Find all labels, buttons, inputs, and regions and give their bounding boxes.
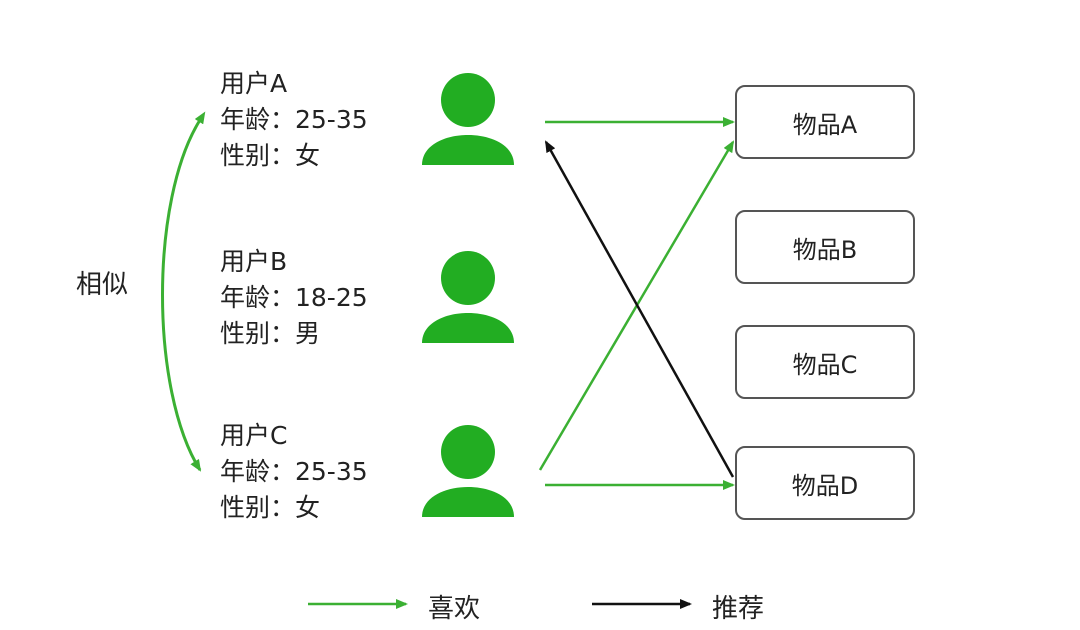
user-c-info: 用户C 年龄：25-35 性别：女 bbox=[220, 418, 368, 526]
user-c-age: 年龄：25-35 bbox=[220, 457, 368, 486]
similar-arrow bbox=[161, 111, 206, 472]
user-c-name: 用户C bbox=[220, 421, 288, 450]
legend-like-label: 喜欢 bbox=[428, 594, 481, 624]
user-a-age: 年龄：25-35 bbox=[220, 105, 368, 134]
item-c-box: 物品C bbox=[735, 325, 915, 399]
item-a-box: 物品A bbox=[735, 85, 915, 159]
user-a-info: 用户A 年龄：25-35 性别：女 bbox=[220, 66, 368, 174]
user-a-gender: 性别：女 bbox=[220, 141, 321, 170]
user-b-icon bbox=[422, 251, 514, 343]
user-a-icon bbox=[422, 73, 514, 165]
item-b-box: 物品B bbox=[735, 210, 915, 284]
similar-label: 相似 bbox=[76, 270, 129, 300]
user-b-info: 用户B 年龄：18-25 性别：男 bbox=[220, 244, 368, 352]
user-a-name: 用户A bbox=[220, 69, 288, 98]
item-d-box: 物品D bbox=[735, 446, 915, 520]
user-b-name: 用户B bbox=[220, 247, 288, 276]
recommend-arrow-d-to-a bbox=[544, 140, 735, 478]
user-b-gender: 性别：男 bbox=[220, 319, 321, 348]
user-c-icon bbox=[422, 425, 514, 517]
legend-recommend-label: 推荐 bbox=[712, 594, 765, 624]
user-b-age: 年龄：18-25 bbox=[220, 283, 368, 312]
user-c-gender: 性别：女 bbox=[220, 493, 321, 522]
